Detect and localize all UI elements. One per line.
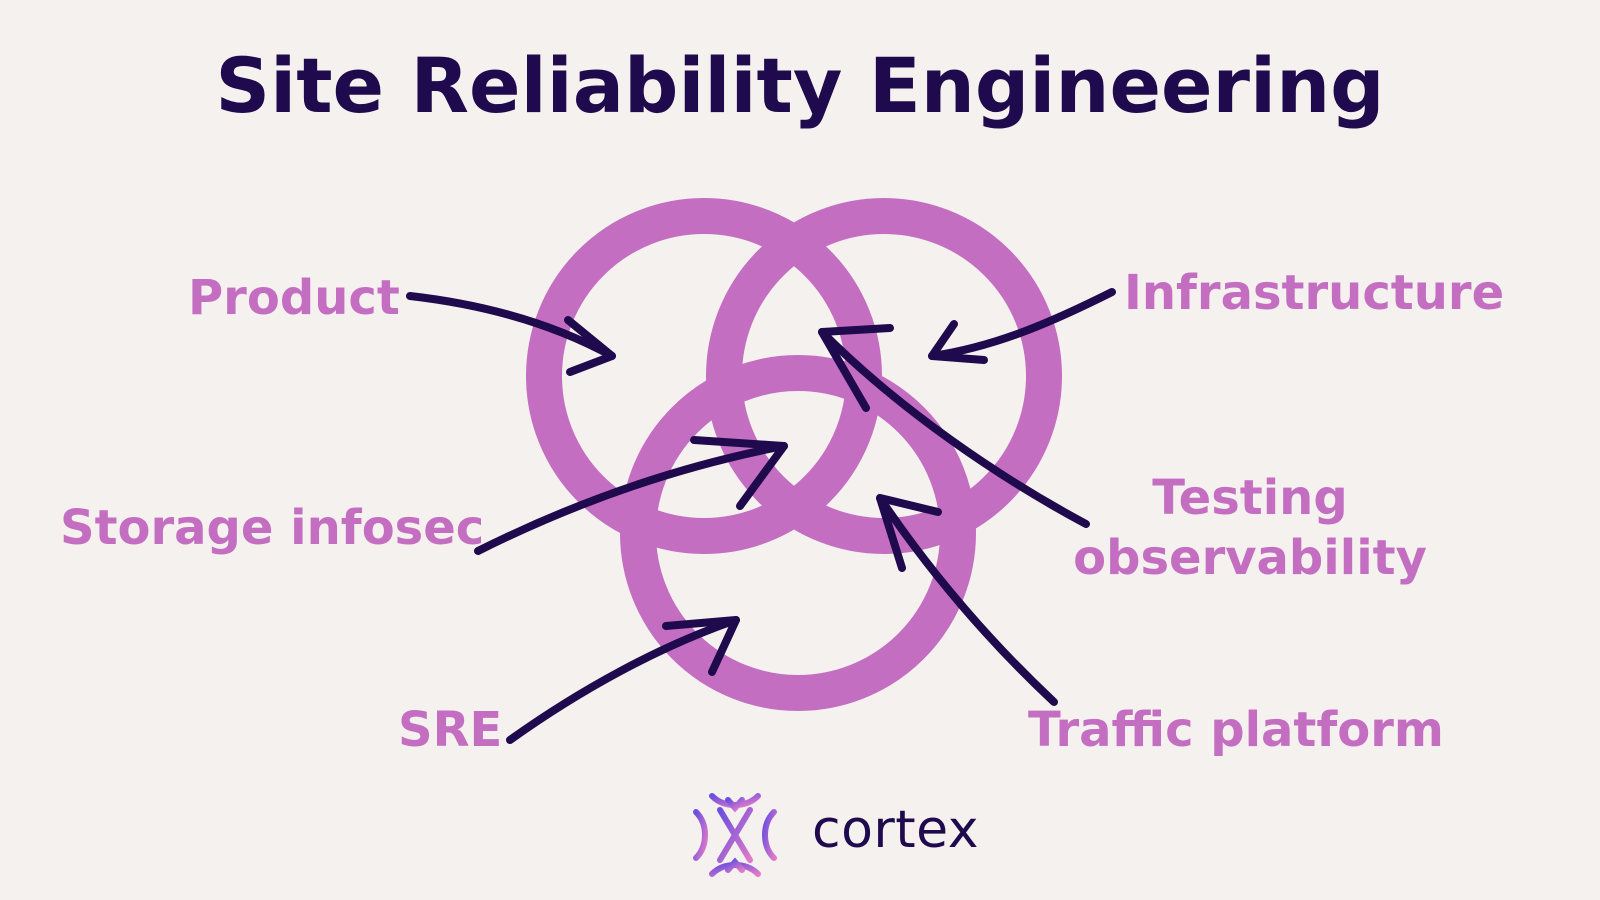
label-traffic-platform: Traffic platform [1028,702,1444,758]
product-arrow [406,292,616,376]
label-testing-line1: Testing [1152,470,1348,526]
cortex-logo-icon [693,793,777,877]
label-infrastructure: Infrastructure [1124,265,1505,321]
label-testing-line2: observability [1073,530,1427,586]
label-sre: SRE [398,702,503,758]
storage-infosec-arrow [474,436,788,555]
traffic-platform-arrow [876,494,1058,706]
label-storage-infosec: Storage infosec [60,500,485,556]
page-title: Site Reliability Engineering [215,41,1385,130]
sre-arrow [506,616,740,744]
brand-name: cortex [812,800,980,860]
label-product: Product [188,270,400,326]
venn-circle-bottom [620,355,976,711]
brand: cortex [690,790,1010,880]
label-testing-observability: Testing observability [1050,468,1450,588]
infrastructure-arrow [928,288,1116,364]
testing-observability-arrow [818,324,1090,528]
